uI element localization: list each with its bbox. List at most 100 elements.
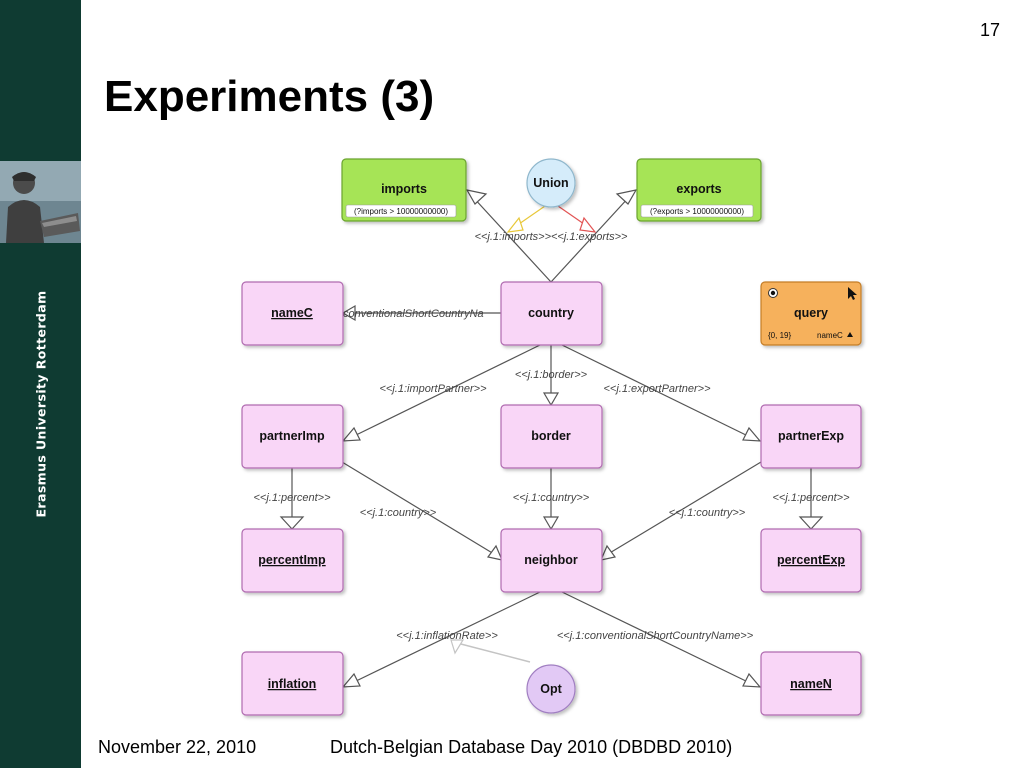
node-query-label: query	[794, 306, 828, 320]
edge-label-conventional-short-n: <<j.1:conventionalShortCountryName>>	[557, 630, 754, 642]
node-country-box	[500, 281, 603, 346]
node-country-label: country	[528, 306, 574, 320]
node-opt-label: Opt	[540, 682, 562, 696]
arrow-partnerImp	[341, 426, 361, 442]
node-partnerImp-box	[241, 404, 344, 469]
union-arrow-imports	[506, 216, 524, 233]
arrow-neighbor-mid	[542, 516, 560, 531]
node-partnerExp-label: partnerExp	[778, 429, 844, 443]
edge-label-country-exp: <<j.1:country>>	[669, 507, 746, 519]
arrow-partnerExp	[742, 426, 762, 442]
node-union-label: Union	[533, 176, 568, 190]
edge-partnerImp-neighbor	[341, 461, 495, 555]
node-union-circle	[526, 158, 576, 208]
arrow-exports	[615, 189, 638, 205]
edge-label-conventional-short-c: conventionalShortCountryNa	[343, 308, 484, 320]
edge-country-partnerExp	[561, 344, 751, 438]
arrow-nameC	[341, 304, 356, 322]
node-border[interactable]: border	[500, 404, 603, 469]
node-opt[interactable]: Opt	[526, 664, 576, 714]
node-query-sort: nameC	[817, 331, 843, 340]
node-partnerExp-box	[760, 404, 862, 469]
slide-title: Experiments (3)	[104, 72, 435, 121]
node-query-box	[760, 281, 862, 346]
edge-labels: <<j.1:imports>><<j.1:exports>> conventio…	[253, 231, 850, 642]
node-union[interactable]: Union	[526, 158, 576, 208]
edge-label-import-partner: <<j.1:importPartner>>	[379, 383, 487, 395]
node-query[interactable]: query {0, 19} nameC	[760, 281, 862, 346]
node-partnerImp-label: partnerImp	[259, 429, 325, 443]
edge-country-exports	[550, 195, 631, 283]
arrow-neighbor-right	[599, 544, 617, 561]
node-nameC[interactable]: nameC	[241, 281, 344, 346]
edge-partnerExp-neighbor	[607, 461, 762, 555]
footer-event: Dutch-Belgian Database Day 2010 (DBDBD 2…	[330, 737, 733, 757]
node-percentExp[interactable]: percentExp	[760, 528, 862, 593]
arrow-percentExp	[798, 516, 824, 530]
node-inflation-label: inflation	[268, 677, 317, 691]
node-neighbor[interactable]: neighbor	[500, 528, 603, 593]
slide-number: 17	[979, 20, 1000, 40]
arrowheads	[279, 189, 824, 688]
footer-date: November 22, 2010	[98, 737, 257, 757]
opt-link-line	[456, 642, 531, 663]
edge-label-border: <<j.1:border>>	[515, 369, 588, 381]
edges	[291, 195, 812, 684]
node-percentExp-box	[760, 528, 862, 593]
arrow-neighbor-left	[486, 544, 504, 561]
union-arrow-exports	[579, 216, 597, 233]
node-percentExp-label: percentExp	[777, 553, 845, 567]
sidebar-band: Erasmus University Rotterdam	[0, 0, 81, 768]
node-nameC-label: nameC	[271, 306, 313, 320]
node-query-range: {0, 19}	[768, 331, 791, 340]
node-percentImp-label: percentImp	[258, 553, 326, 567]
node-border-box	[500, 404, 603, 469]
node-opt-circle	[526, 664, 576, 714]
node-partnerExp[interactable]: partnerExp	[760, 404, 862, 469]
sort-ascending-icon	[847, 332, 853, 337]
node-nameN-label: nameN	[790, 677, 832, 691]
node-imports[interactable]: imports (?imports > 10000000000)	[341, 158, 467, 222]
edge-neighbor-nameN	[561, 591, 751, 684]
node-imports-condition-box	[345, 204, 457, 218]
node-percentImp-box	[241, 528, 344, 593]
node-exports-condition: (?exports > 10000000000)	[650, 207, 744, 216]
node-country[interactable]: country	[500, 281, 603, 346]
node-nameN[interactable]: nameN	[760, 651, 862, 716]
edge-label-country-imp: <<j.1:country>>	[360, 507, 437, 519]
arrow-imports	[465, 189, 488, 205]
node-exports[interactable]: exports (?exports > 10000000000)	[636, 158, 762, 222]
node-neighbor-box	[500, 528, 603, 593]
arrow-inflation	[341, 672, 361, 688]
node-imports-label: imports	[381, 182, 427, 196]
node-exports-label: exports	[676, 182, 721, 196]
arrow-border	[542, 392, 560, 407]
edge-country-partnerImp	[351, 344, 541, 438]
node-inflation[interactable]: inflation	[241, 651, 344, 716]
node-exports-condition-box	[640, 204, 754, 218]
edge-label-inflation-rate: <<j.1:inflationRate>>	[396, 630, 498, 642]
node-neighbor-label: neighbor	[524, 553, 578, 567]
edge-country-imports	[471, 195, 552, 283]
node-inflation-box	[241, 651, 344, 716]
node-nameN-box	[760, 651, 862, 716]
edge-label-country-border: <<j.1:country>>	[513, 492, 590, 504]
union-link-imports	[518, 205, 546, 225]
opt-link	[450, 639, 531, 663]
node-percentImp[interactable]: percentImp	[241, 528, 344, 593]
edge-label-imports-exports: <<j.1:imports>><<j.1:exports>>	[475, 231, 628, 243]
arrow-percentImp	[279, 516, 305, 530]
node-nameC-box	[241, 281, 344, 346]
edge-neighbor-inflation	[351, 591, 541, 684]
union-link-exports	[557, 205, 585, 225]
node-imports-condition: (?imports > 10000000000)	[354, 207, 448, 216]
arrow-nameN	[742, 672, 762, 688]
edge-label-percent-exp: <<j.1:percent>>	[772, 492, 850, 504]
edge-label-percent-imp: <<j.1:percent>>	[253, 492, 331, 504]
cursor-icon	[848, 287, 857, 300]
edge-label-export-partner: <<j.1:exportPartner>>	[603, 383, 711, 395]
erasmus-statue-image	[0, 161, 81, 243]
opt-link-arrow	[450, 639, 465, 655]
node-partnerImp[interactable]: partnerImp	[241, 404, 344, 469]
